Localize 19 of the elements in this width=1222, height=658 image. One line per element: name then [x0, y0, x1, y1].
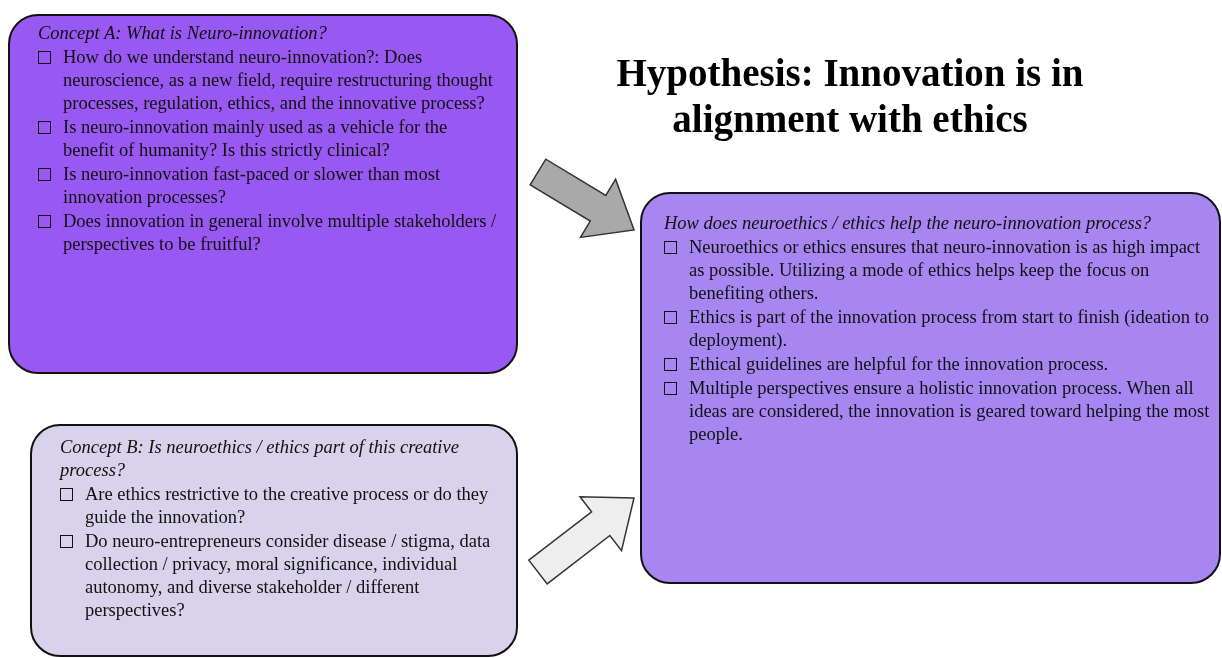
- box-heading: Concept B: Is neuroethics / ethics part of this creative process?: [60, 436, 460, 482]
- title: Hypothesis: Innovation is in alignment with ethics: [615, 50, 1085, 142]
- bullet-text: How do we understand neuro-innovation?: Does neuroscience, as a new field, require restructuring thought processes, regulation, ethics, and the innovative process?: [63, 46, 494, 115]
- bullet-text: Is neuro-innovation mainly used as a vehicle for the benefit of humanity? Is this strictly clinical?: [63, 116, 449, 162]
- bullet-text: Does innovation in general involve multiple stakeholders / perspectives to be fruitful?: [63, 210, 498, 256]
- bullet-text: Is neuro-innovation fast-paced or slower than most innovation processes?: [63, 163, 442, 209]
- bullet-text: Ethics is part of the innovation process from start to finish (ideation to deployment).: [689, 306, 1210, 352]
- rounded-text-box: [30, 424, 518, 657]
- box-heading: How does neuroethics / ethics help the neuro-innovation process?: [664, 212, 1153, 235]
- bullet-text: Ethical guidelines are helpful for the innovation process.: [689, 353, 1109, 376]
- bullet-text: Are ethics restrictive to the creative process or do they guide the innovation?: [85, 483, 490, 529]
- rounded-text-box: [640, 192, 1221, 584]
- rounded-text-box: [8, 14, 518, 374]
- block-arrow: [527, 495, 635, 585]
- bullet-text: Neuroethics or ethics ensures that neuro-innovation is as high impact as possible. Utilizing a mode of ethics helps keep the focus on benefiting others.: [689, 236, 1202, 305]
- bullet-text: Do neuro-entrepreneurs consider disease / stigma, data collection / privacy, moral significance, individual autonomy, and diverse stakeholder / different perspectives?: [85, 530, 492, 622]
- box-heading: Concept A: What is Neuro-innovation?: [38, 22, 328, 45]
- bullet-text: Multiple perspectives ensure a holistic innovation process. When all ideas are considered, the innovation is geared toward helping the most people.: [689, 377, 1211, 446]
- block-arrow: [529, 158, 636, 239]
